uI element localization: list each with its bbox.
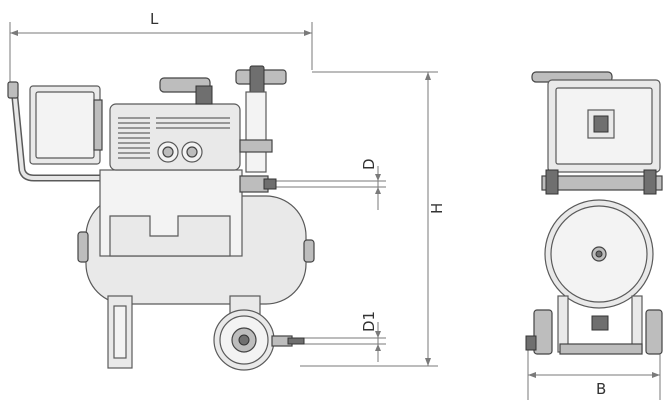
dimension-b: B (527, 350, 661, 400)
front-wheel-right (645, 309, 663, 355)
front-wheel-left (533, 309, 553, 355)
dimension-label-d1: D1 (360, 311, 378, 332)
dimension-label-b: B (596, 380, 606, 398)
dimension-label-h: H (428, 203, 446, 214)
side-view (7, 65, 315, 371)
front-view (525, 71, 663, 355)
dimension-h: H (300, 71, 446, 367)
dimension-label-d: D (360, 158, 378, 170)
dimension-label-l: L (150, 10, 159, 28)
motor (109, 103, 241, 171)
dimension-d: D (270, 158, 386, 210)
handle-grip (7, 81, 19, 99)
dimension-d1: D1 (290, 311, 386, 362)
